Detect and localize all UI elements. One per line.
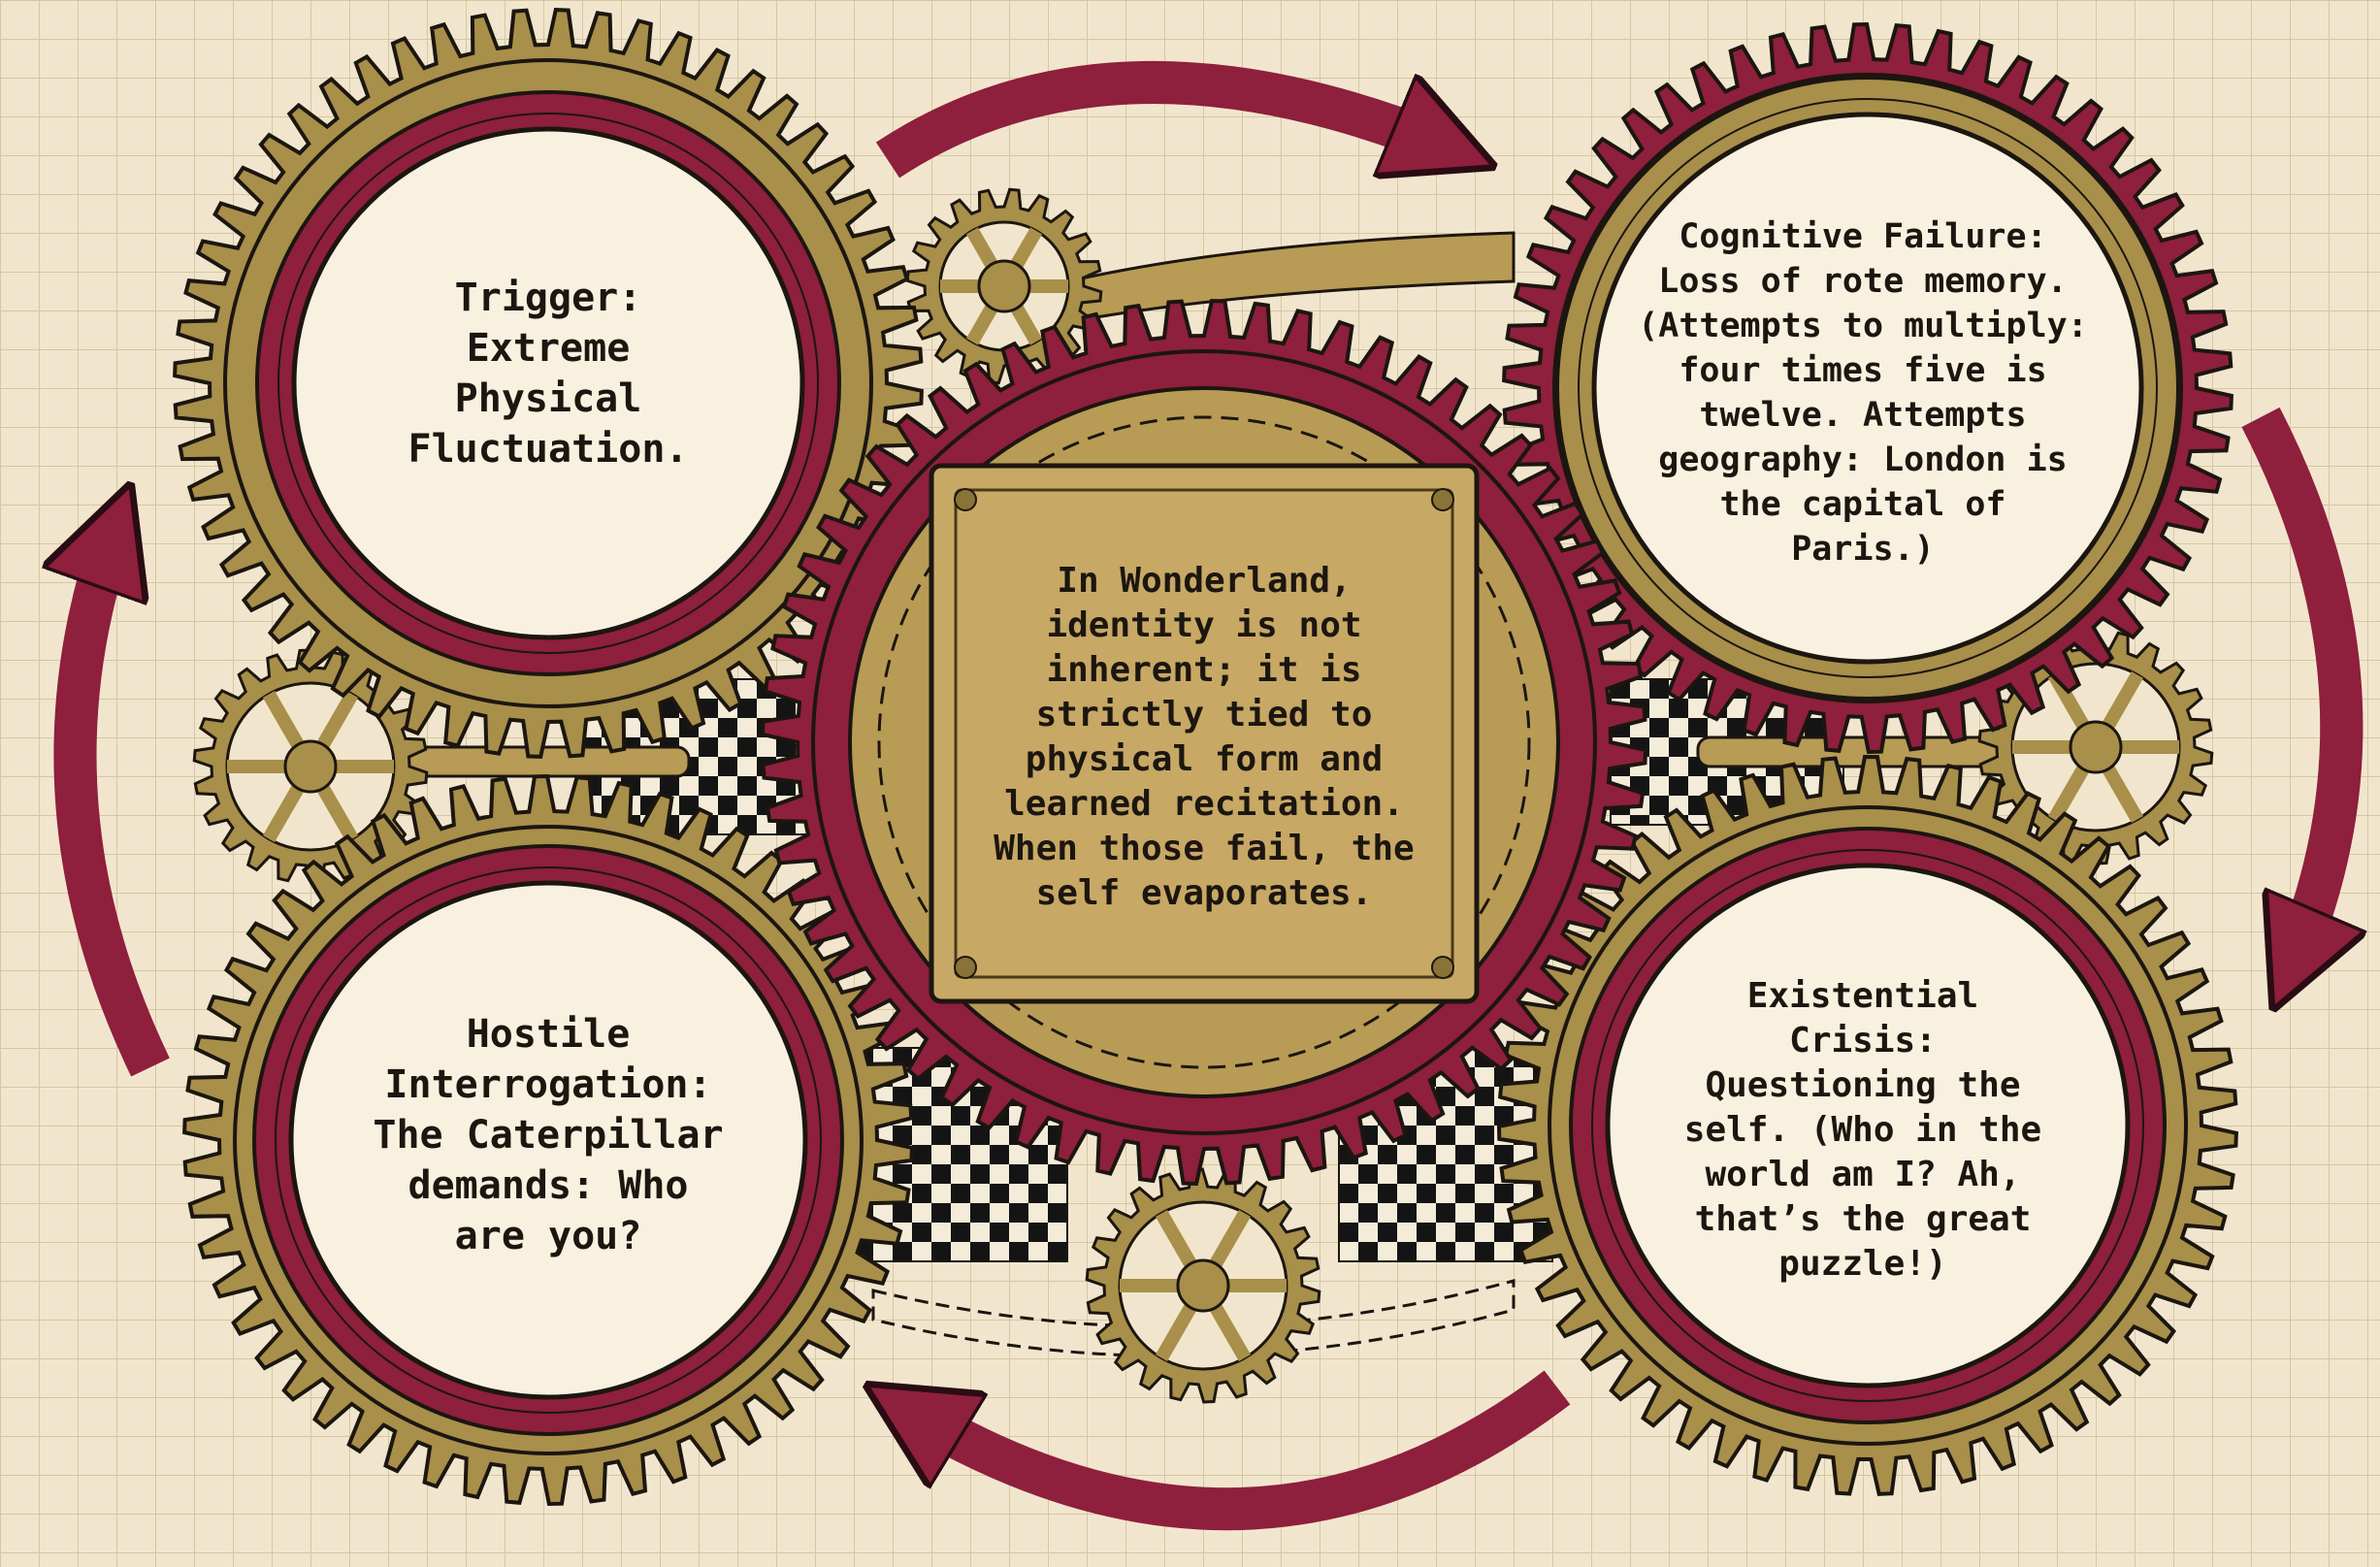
cognitive-failure-line: Paris.)	[1791, 530, 1935, 569]
gear-trigger	[173, 8, 924, 759]
gear-existential-crisis	[1496, 754, 2238, 1496]
node-hostile-interrogation: Hostile Interrogation: The Caterpillar d…	[315, 990, 781, 1281]
center-line: identity is not	[1046, 605, 1362, 645]
arrow-hostile-to-trigger	[75, 524, 170, 1077]
center-line: In Wonderland,	[1057, 561, 1352, 601]
hostile-interrogation-line: Interrogation:	[384, 1062, 712, 1107]
center-line: inherent; it is	[1046, 650, 1362, 690]
node-existential-crisis: Existential Crisis: Questioning the self…	[1620, 956, 2105, 1305]
hostile-interrogation-line: are you?	[454, 1214, 642, 1258]
arrow-cognitive-to-existential	[2241, 407, 2341, 970]
gear-hostile-interrogation	[182, 773, 914, 1507]
center-line: When those fail, the	[994, 829, 1415, 868]
existential-crisis-line: that’s the great	[1694, 1199, 2032, 1239]
center-plaque	[929, 463, 1480, 1004]
trigger-line: Trigger:	[454, 276, 642, 320]
arrow-trigger-to-cognitive	[875, 61, 1455, 160]
node-cognitive-failure: Cognitive Failure: Loss of rote memory. …	[1591, 199, 2135, 587]
hostile-interrogation-line: The Caterpillar	[373, 1113, 724, 1158]
trigger-line: Physical	[454, 376, 642, 421]
center-line: strictly tied to	[1035, 695, 1373, 735]
small-gear-icon	[1085, 1167, 1321, 1404]
center-plaque-text: In Wonderland, identity is not inherent;…	[956, 524, 1452, 951]
existential-crisis-line: Crisis:	[1789, 1021, 1937, 1061]
existential-crisis-line: Questioning the	[1705, 1065, 2021, 1105]
node-trigger: Trigger: Extreme Physical Fluctuation.	[335, 228, 762, 519]
center-line: self evaporates.	[1035, 873, 1373, 913]
trigger-line: Extreme	[466, 326, 631, 371]
existential-crisis-line: puzzle!)	[1778, 1244, 1947, 1284]
cognitive-failure-line: Cognitive Failure:	[1679, 217, 2047, 256]
arrow-existential-to-hostile	[902, 1370, 1571, 1531]
hostile-interrogation-line: Hostile	[466, 1012, 631, 1057]
cognitive-failure-line: four times five is	[1679, 351, 2047, 390]
cognitive-failure-line: twelve. Attempts	[1699, 396, 2027, 435]
cycle-arrows	[75, 61, 2341, 1531]
cognitive-failure-line: (Attempts to multiply:	[1638, 307, 2088, 345]
cognitive-failure-line: geography: London is	[1658, 441, 2068, 479]
existential-crisis-line: world am I? Ah,	[1705, 1155, 2021, 1194]
cognitive-failure-line: Loss of rote memory.	[1658, 262, 2068, 301]
existential-crisis-line: Existential	[1746, 976, 1979, 1016]
trigger-line: Fluctuation.	[408, 427, 689, 472]
hostile-interrogation-line: demands: Who	[408, 1163, 689, 1208]
center-line: learned recitation.	[1004, 784, 1404, 824]
cognitive-failure-line: the capital of	[1719, 485, 2006, 524]
center-line: physical form and	[1025, 739, 1384, 779]
existential-crisis-line: self. (Who in the	[1683, 1110, 2042, 1150]
gear-cognitive-failure	[1502, 21, 2233, 755]
